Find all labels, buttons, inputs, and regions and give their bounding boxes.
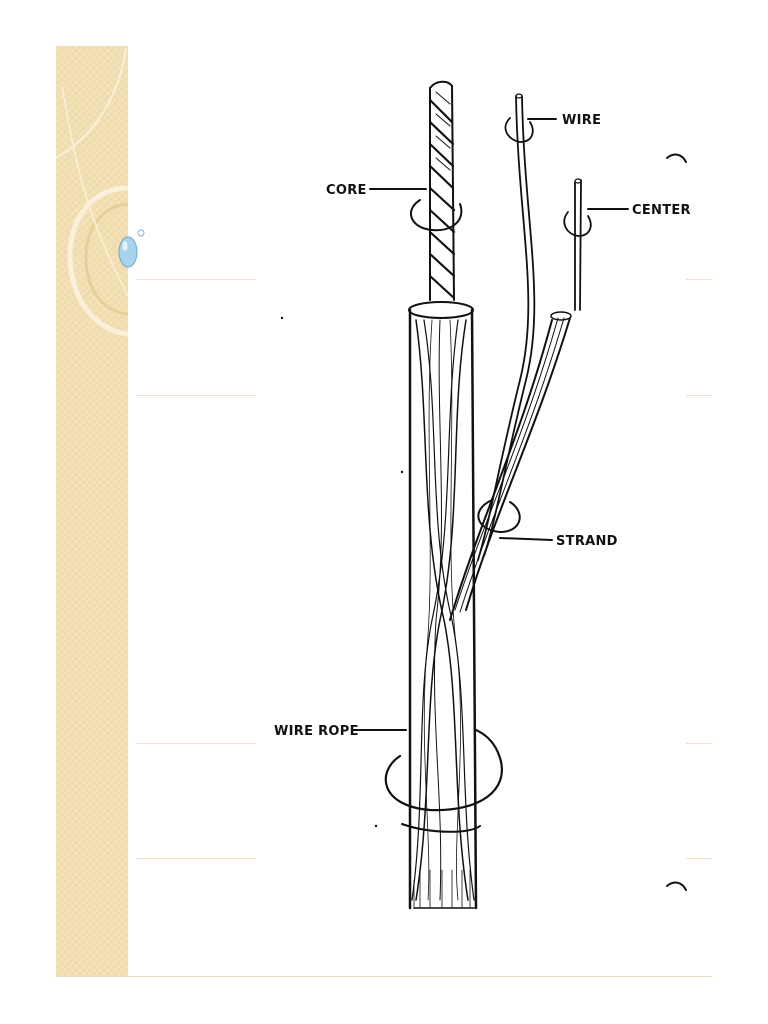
label-core: CORE — [326, 183, 367, 198]
single-wire-drawing — [477, 93, 536, 561]
rule-line — [136, 279, 256, 280]
rule-line — [136, 743, 256, 744]
swirl-ornament-icon — [55, 47, 129, 337]
rope-drawing — [408, 301, 478, 910]
strand-drawing — [449, 311, 572, 621]
bubble-ornament-icon — [118, 229, 145, 268]
decorative-sidebar — [55, 46, 129, 976]
label-strand: STRAND — [556, 534, 618, 549]
label-wire: WIRE — [562, 113, 601, 128]
slide — [55, 46, 712, 977]
center-wire-drawing — [574, 178, 582, 311]
label-center: CENTER — [632, 203, 691, 218]
core-drawing — [428, 80, 456, 301]
rule-line — [686, 858, 712, 859]
label-wire-rope: WIRE ROPE — [274, 724, 359, 739]
rule-line — [136, 858, 256, 859]
rule-line — [686, 279, 712, 280]
rule-line — [686, 395, 712, 396]
rule-line — [136, 395, 256, 396]
rule-line — [686, 743, 712, 744]
